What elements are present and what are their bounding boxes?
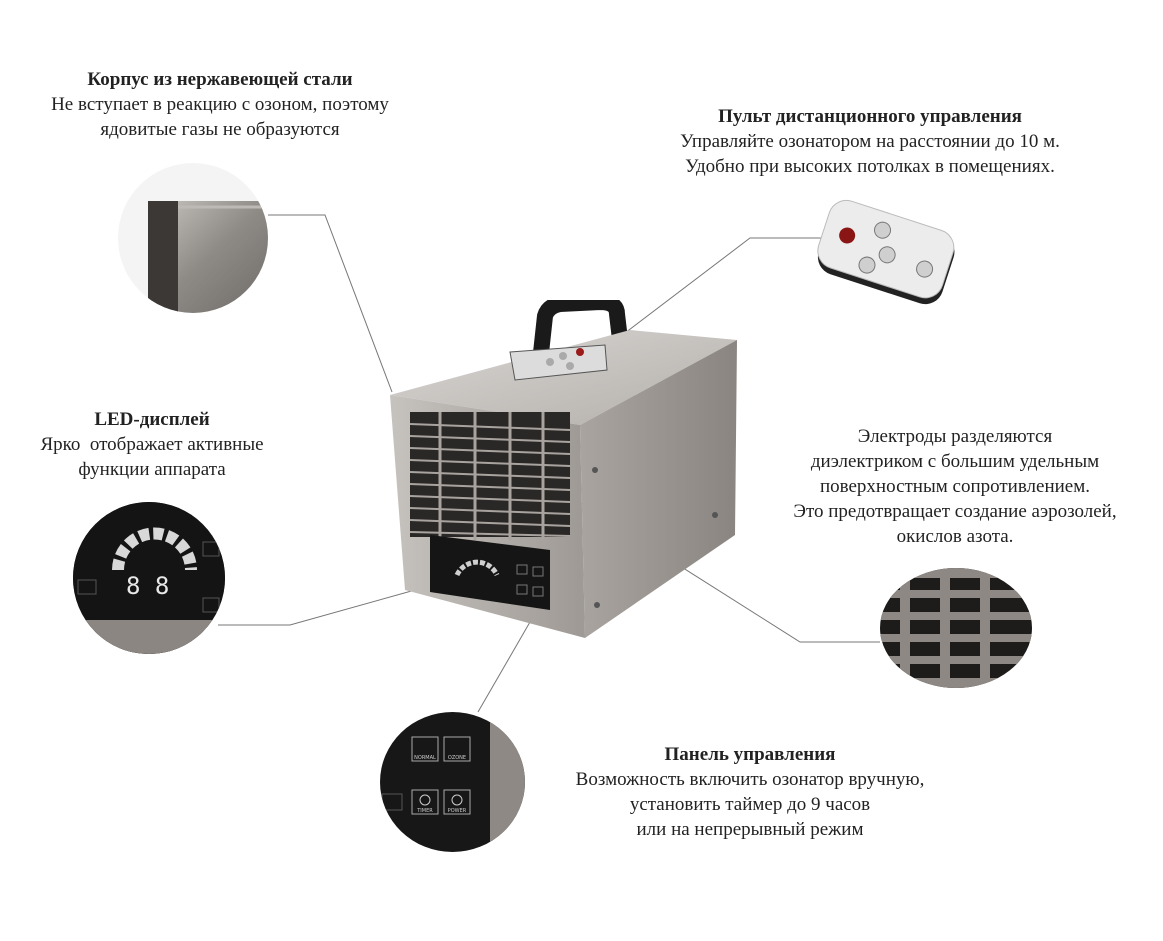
svg-text:TIMER: TIMER [416,808,433,814]
callout-electrodes-line: Электроды разделяются [857,426,1053,447]
callout-led-title: LED-дисплей [94,409,210,430]
device-control-panel [430,535,550,610]
ozone-button-icon [443,736,471,762]
power-button-icon [443,789,471,815]
callout-electrodes-line: диэлектриком с большим удельным [810,451,1100,472]
callout-remote: Пульт дистанционного управления Управляй… [630,104,1110,179]
timer-button-icon [411,789,439,815]
zoom-electrodes [880,568,1032,688]
remote-on-top [509,344,608,381]
handle [532,294,629,363]
callout-panel-line: Возможность включить озонатор вручную, [575,769,925,790]
callout-electrodes-line: окислов азота. [896,526,1014,547]
remote-button [916,260,934,278]
remote-button [858,256,876,274]
callout-body-line: Не вступает в реакцию с озоном, поэтому [51,94,389,115]
svg-text:NORMAL: NORMAL [414,755,436,761]
callout-body: Корпус из нержавеющей стали Не вступает … [10,67,430,142]
callout-panel-line: установить таймер до 9 часов [629,794,871,815]
callout-panel: Панель управления Возможность включить о… [525,742,975,842]
remote-control [812,196,957,321]
callout-body-title: Корпус из нержавеющей стали [87,69,353,90]
vent-grille [409,412,571,540]
device-top [390,330,737,425]
zoom-led-display: 8 8 [73,502,225,654]
ozone-generator [385,294,745,645]
callout-panel-line: или на непрерывный режим [636,819,864,840]
callout-panel-title: Панель управления [664,744,836,765]
zoom-control-panel: NORMAL OZONE TIMER POWER [380,712,525,852]
svg-text:OZONE: OZONE [448,755,466,761]
remote-button [878,246,896,264]
remote-red-button [839,227,856,244]
connector-led [218,589,416,626]
normal-button-icon [411,736,439,762]
callout-electrodes-line: поверхностным сопротивлением. [819,476,1091,497]
callout-led-line: функции аппарата [78,459,226,480]
connector-body [268,214,393,393]
led-digits: 8 8 [126,572,169,600]
callout-remote-title: Пульт дистанционного управления [718,106,1022,127]
remote-button [874,221,892,239]
callout-led-line: Ярко отображает активные [40,434,264,455]
callout-electrodes: Электроды разделяются диэлектриком с бол… [750,424,1160,549]
connector-panel [477,621,531,713]
callout-remote-line: Удобно при высоких потолках в помещениях… [685,156,1055,177]
svg-text:POWER: POWER [448,808,467,814]
callout-body-line: ядовитые газы не образуются [100,119,340,140]
callout-led: LED-дисплей Ярко отображает активные фун… [2,407,302,482]
callout-remote-line: Управляйте озонатором на расстоянии до 1… [680,131,1060,152]
callout-electrodes-line: Это предотвращает создание аэрозолей, [793,501,1117,522]
connector-remote [599,237,840,353]
zoom-steel-corner [118,163,268,313]
device-side [580,340,737,638]
